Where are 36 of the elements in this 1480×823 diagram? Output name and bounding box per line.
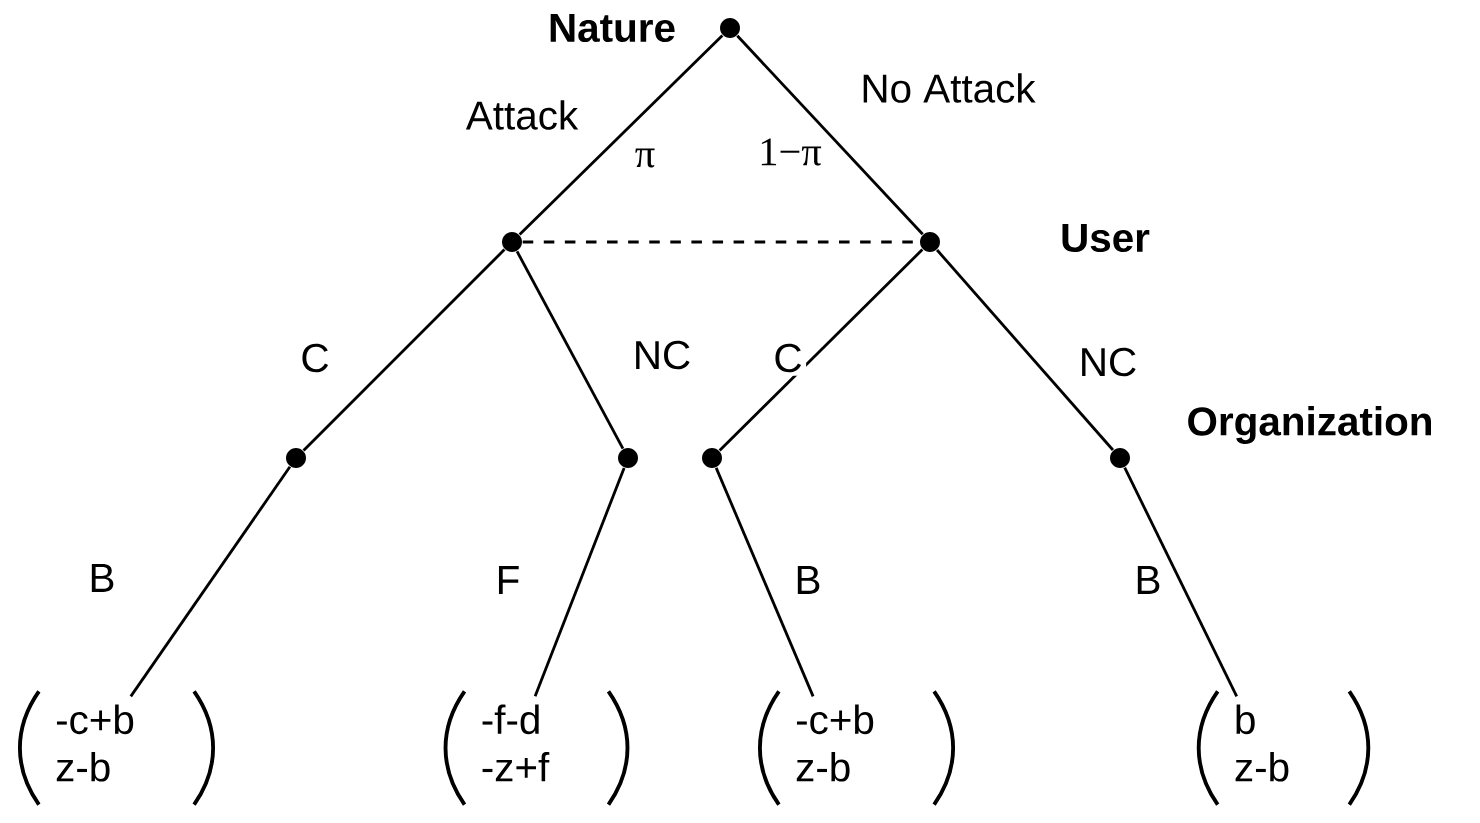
- payoff-vector: -f-d -z+f: [443, 690, 630, 806]
- edge-label: C: [296, 340, 334, 376]
- branch-line: [302, 248, 506, 452]
- decision-node: [1110, 448, 1130, 468]
- decision-node: [286, 448, 306, 468]
- branch-line: [736, 34, 924, 236]
- edge-label: B: [1131, 562, 1165, 598]
- branch-line: [518, 34, 724, 236]
- branch-line: [714, 467, 815, 697]
- edge-label: C: [769, 340, 807, 376]
- payoff-vector: -c+b z-b: [758, 690, 955, 806]
- edge-label: F: [492, 562, 524, 598]
- payoff-vector: -c+b z-b: [18, 690, 215, 806]
- probability-label: 1−π: [761, 138, 822, 166]
- decision-node: [502, 232, 522, 252]
- player-label: Organization: [1188, 406, 1431, 444]
- branch-line: [515, 250, 625, 450]
- edge-label: NC: [629, 337, 695, 373]
- decision-node: [920, 232, 940, 252]
- branch-line: [129, 466, 292, 698]
- payoff-vector: b z-b: [1196, 690, 1371, 806]
- branch-line: [533, 467, 626, 697]
- probability-label: π: [635, 148, 655, 168]
- edge-label: NC: [1075, 344, 1141, 380]
- branch-line: [1123, 467, 1238, 697]
- branch-line: [718, 248, 924, 452]
- branch-line: [936, 249, 1114, 451]
- edge-label: Attack: [462, 96, 582, 134]
- edge-label: No Attack: [856, 69, 1040, 107]
- player-label: User: [1062, 223, 1150, 253]
- decision-node: [702, 448, 722, 468]
- edge-label: B: [791, 562, 825, 598]
- decision-node: [720, 18, 740, 38]
- player-label: Nature: [550, 13, 675, 43]
- decision-node: [618, 448, 638, 468]
- edge-label: B: [85, 560, 119, 596]
